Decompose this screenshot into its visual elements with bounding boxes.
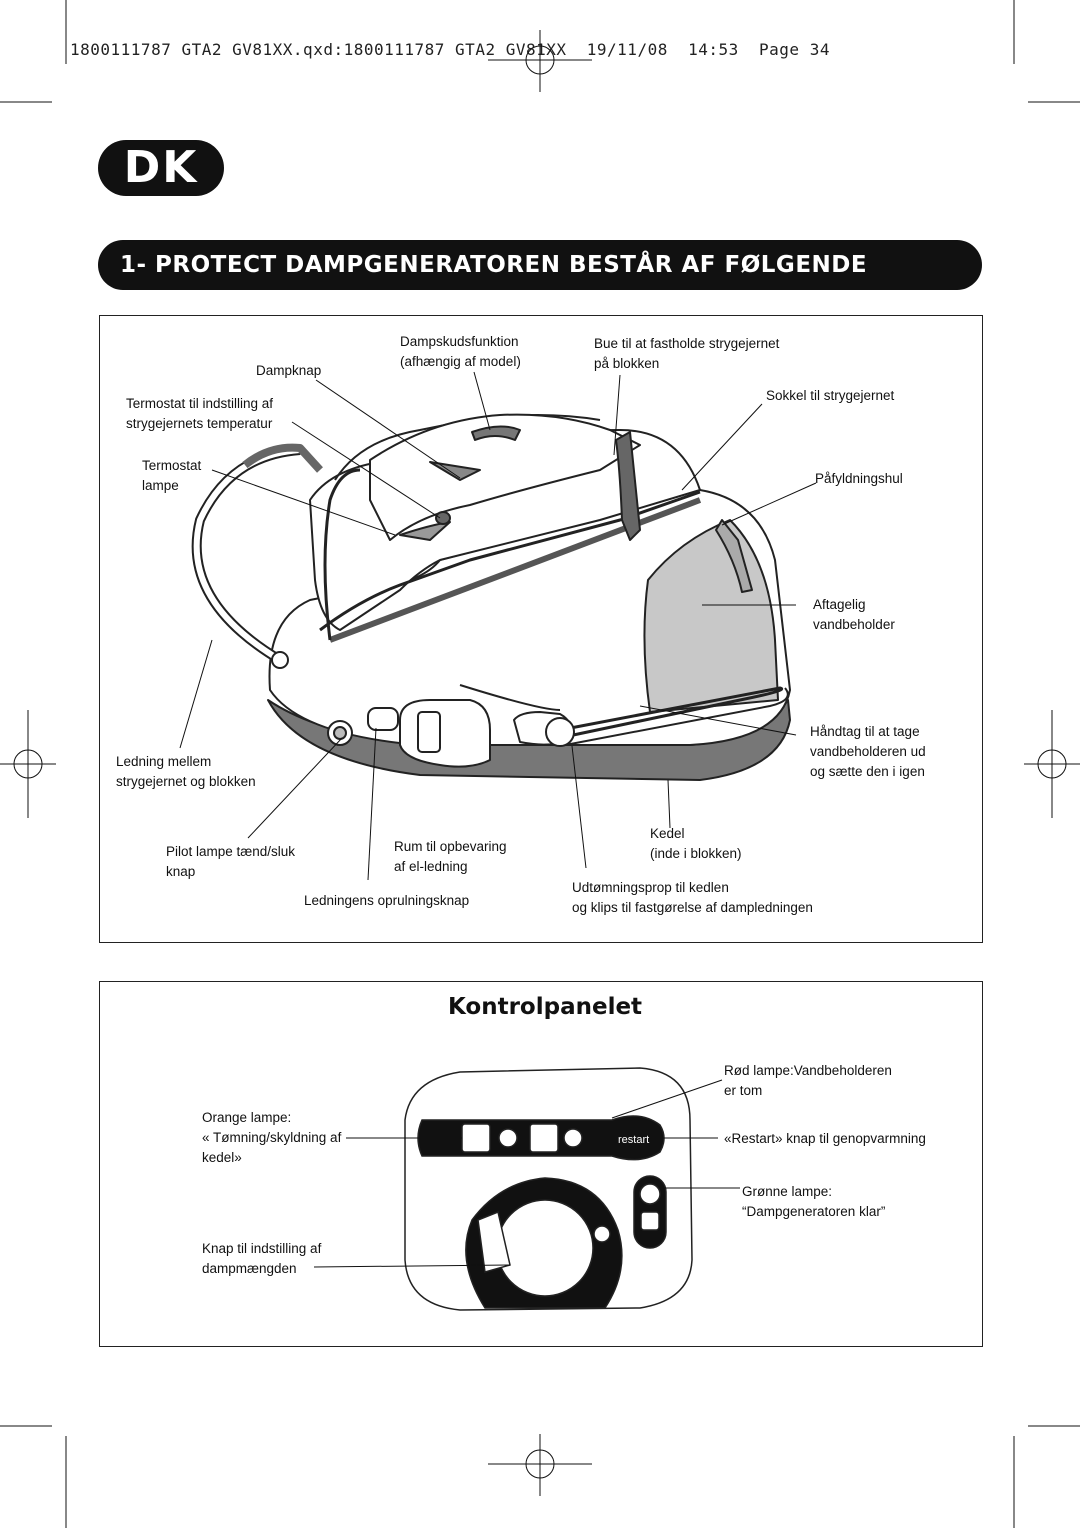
label-dampskudsfunktion: Dampskudsfunktion (afhængig af model) <box>400 334 521 369</box>
print-slug: 1800111787 GTA2 GV81XX.qxd:1800111787 GT… <box>70 40 830 59</box>
label-dampknap: Dampknap <box>256 363 322 378</box>
label-groenne-lampe: Grønne lampe: “Dampgeneratoren klar” <box>742 1184 886 1219</box>
label-pilot: Pilot lampe tænd/sluk knap <box>166 844 296 879</box>
label-kedel: Kedel (inde i blokken) <box>650 826 742 861</box>
label-ledning: Ledning mellem strygejernet og blokken <box>116 754 256 789</box>
label-orange-lampe: Orange lampe: « Tømning/skyldning af ked… <box>202 1110 342 1165</box>
label-aftagelig: Aftagelig vandbeholder <box>813 597 895 632</box>
label-sokkel: Sokkel til strygejernet <box>766 388 895 403</box>
section-title: 1- PROTECT DAMPGENERATOREN BESTÅR AF FØL… <box>98 240 982 290</box>
label-bue: Bue til at fastholde strygejernet på blo… <box>594 336 780 371</box>
label-paafyldningshul: Påfyldningshul <box>815 471 903 486</box>
control-panel-frame <box>99 981 983 1347</box>
label-knap-damp: Knap til indstilling af dampmængden <box>202 1241 322 1276</box>
main-diagram-frame <box>99 315 983 943</box>
label-termostat-lampe: Termostat lampe <box>142 458 202 493</box>
label-termostat-indstilling: Termostat til indstilling af strygejerne… <box>126 396 274 431</box>
label-roed-lampe: Rød lampe:Vandbeholderen er tom <box>724 1063 892 1098</box>
restart-label: restart <box>618 1134 649 1146</box>
label-haandtag: Håndtag til at tage vandbeholderen ud og… <box>810 724 926 779</box>
control-panel-title: Kontrolpanelet <box>448 994 643 1020</box>
language-badge: DK <box>98 140 224 196</box>
label-udtoemning: Udtømningsprop til kedlen og klips til f… <box>572 880 813 915</box>
label-restart-knap: «Restart» knap til genopvarmning <box>724 1131 926 1146</box>
label-oprulning: Ledningens oprulningsknap <box>304 893 470 908</box>
label-rum: Rum til opbevaring af el-ledning <box>394 839 507 874</box>
